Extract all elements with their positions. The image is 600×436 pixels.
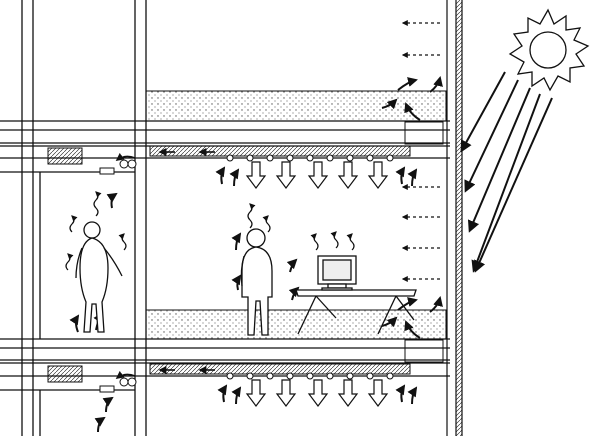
warm-air-arrows (69, 76, 443, 433)
double-facade (446, 0, 463, 436)
heat-wavy-arrows (65, 191, 355, 271)
ceiling-diffusers (226, 154, 394, 380)
raised-floor-upper (145, 90, 447, 122)
standing-woman (75, 221, 123, 333)
cool-air-arrows (245, 161, 389, 407)
solar-ray-arrows (460, 71, 553, 273)
raised-floor-lower (145, 309, 447, 340)
outside-air-arrows (401, 20, 440, 282)
crt-monitor (317, 255, 357, 291)
return-air-arrows (115, 148, 215, 379)
ceiling-fittings (99, 159, 137, 393)
standing-man (240, 228, 273, 336)
ceiling-ducts (47, 121, 444, 383)
sun-icon (508, 8, 590, 92)
drafting-table (295, 289, 417, 335)
